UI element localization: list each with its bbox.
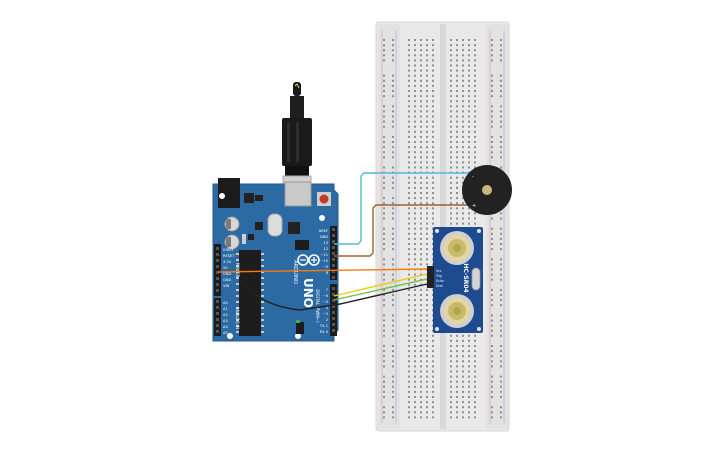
pin-label: 4 bbox=[326, 306, 329, 310]
pin-label: 2 bbox=[326, 318, 328, 322]
sensor-pin-label: Trig bbox=[435, 274, 442, 278]
breadboard[interactable] bbox=[375, 21, 510, 432]
usb-cable bbox=[282, 82, 312, 207]
power-pin-labels: IOREF RESET 3.3V 5V GND GND VIN bbox=[223, 248, 235, 288]
pin-label: 12 bbox=[323, 247, 328, 251]
transducer-icon bbox=[440, 294, 474, 328]
atmega-chip bbox=[239, 250, 261, 336]
wire-5v-to-vcc[interactable] bbox=[217, 268, 428, 273]
wire-pin3-to-echo[interactable] bbox=[333, 278, 428, 301]
wire-pin13-to-buzzer-neg[interactable] bbox=[334, 172, 470, 245]
board-model-label: UNO bbox=[301, 278, 315, 308]
pin-label: ~6 bbox=[323, 294, 329, 298]
buzzer-plus-mark: + bbox=[472, 203, 476, 209]
pin-label: 3.3V bbox=[223, 260, 232, 264]
pin-label: ~3 bbox=[323, 312, 328, 316]
pin-label: IOREF bbox=[223, 248, 234, 252]
pin-label: A2 bbox=[223, 313, 228, 317]
usb-socket bbox=[284, 181, 312, 207]
digital-pin-labels-top: AREF GND 13 12 ~11 ~10 ~9 8 bbox=[319, 229, 329, 275]
buzzer-minus-mark: - bbox=[472, 174, 474, 180]
pin-label: A1 bbox=[223, 307, 228, 311]
arduino-uno-board[interactable]: UNO ARDUINO POWER ANALOG IN DIGITAL (PWM… bbox=[212, 178, 339, 342]
wire-pin12-to-buzzer-pos[interactable] bbox=[334, 204, 470, 257]
pin-label: GND bbox=[223, 272, 231, 276]
wires bbox=[217, 172, 470, 311]
pin-label: 8 bbox=[326, 271, 329, 275]
pin-label: GND bbox=[223, 278, 231, 282]
pin-label: 7 bbox=[326, 288, 328, 292]
transducer-icon bbox=[440, 231, 474, 265]
analog-header bbox=[214, 298, 221, 336]
wire-pin4-to-trig[interactable] bbox=[333, 273, 428, 297]
pin-label: ~11 bbox=[320, 253, 328, 257]
arduino-logo-icon bbox=[297, 254, 320, 266]
digital-header-bottom bbox=[330, 284, 337, 336]
pin-label: RESET bbox=[223, 254, 235, 258]
digital-pin-labels-bottom: 7 ~6 ~5 4 ~3 2 TX 1 RX 0 bbox=[319, 288, 329, 334]
pin-label: A3 bbox=[223, 319, 228, 323]
crystal-oscillator bbox=[471, 267, 481, 291]
power-header-title: POWER bbox=[235, 263, 240, 278]
pin-label: ~9 bbox=[323, 265, 329, 269]
piezo-buzzer[interactable]: - + bbox=[462, 165, 512, 215]
pin-label: AREF bbox=[319, 229, 328, 233]
analog-header-title: ANALOG IN bbox=[235, 307, 240, 329]
pin-label: A5 bbox=[223, 331, 228, 335]
dc-power-jack bbox=[218, 178, 240, 208]
power-header bbox=[214, 244, 221, 296]
pin-label: 13 bbox=[323, 241, 328, 245]
sensor-pin-label: Gnd bbox=[436, 284, 443, 288]
pin-label: ~10 bbox=[320, 259, 328, 263]
pin-label: RX 0 bbox=[320, 330, 329, 334]
pin-label: A4 bbox=[223, 325, 228, 329]
pin-label: ~5 bbox=[323, 300, 328, 304]
pin-label: VIN bbox=[223, 284, 230, 288]
digital-header-title: DIGITAL (PWM~) bbox=[315, 289, 320, 323]
pin-label: TX 1 bbox=[319, 324, 328, 328]
pin-label: GND bbox=[320, 235, 328, 239]
sensor-pin-label: Vcc bbox=[436, 269, 442, 273]
pin-label: 5V bbox=[223, 266, 228, 270]
sensor-model-label: HC-SR04 bbox=[462, 263, 469, 292]
pin-label: A0 bbox=[223, 301, 228, 305]
wire-gnd-to-gnd[interactable] bbox=[239, 279, 428, 311]
sensor-pin-label: Echo bbox=[436, 279, 444, 283]
board-brand-label: ARDUINO bbox=[292, 260, 298, 284]
